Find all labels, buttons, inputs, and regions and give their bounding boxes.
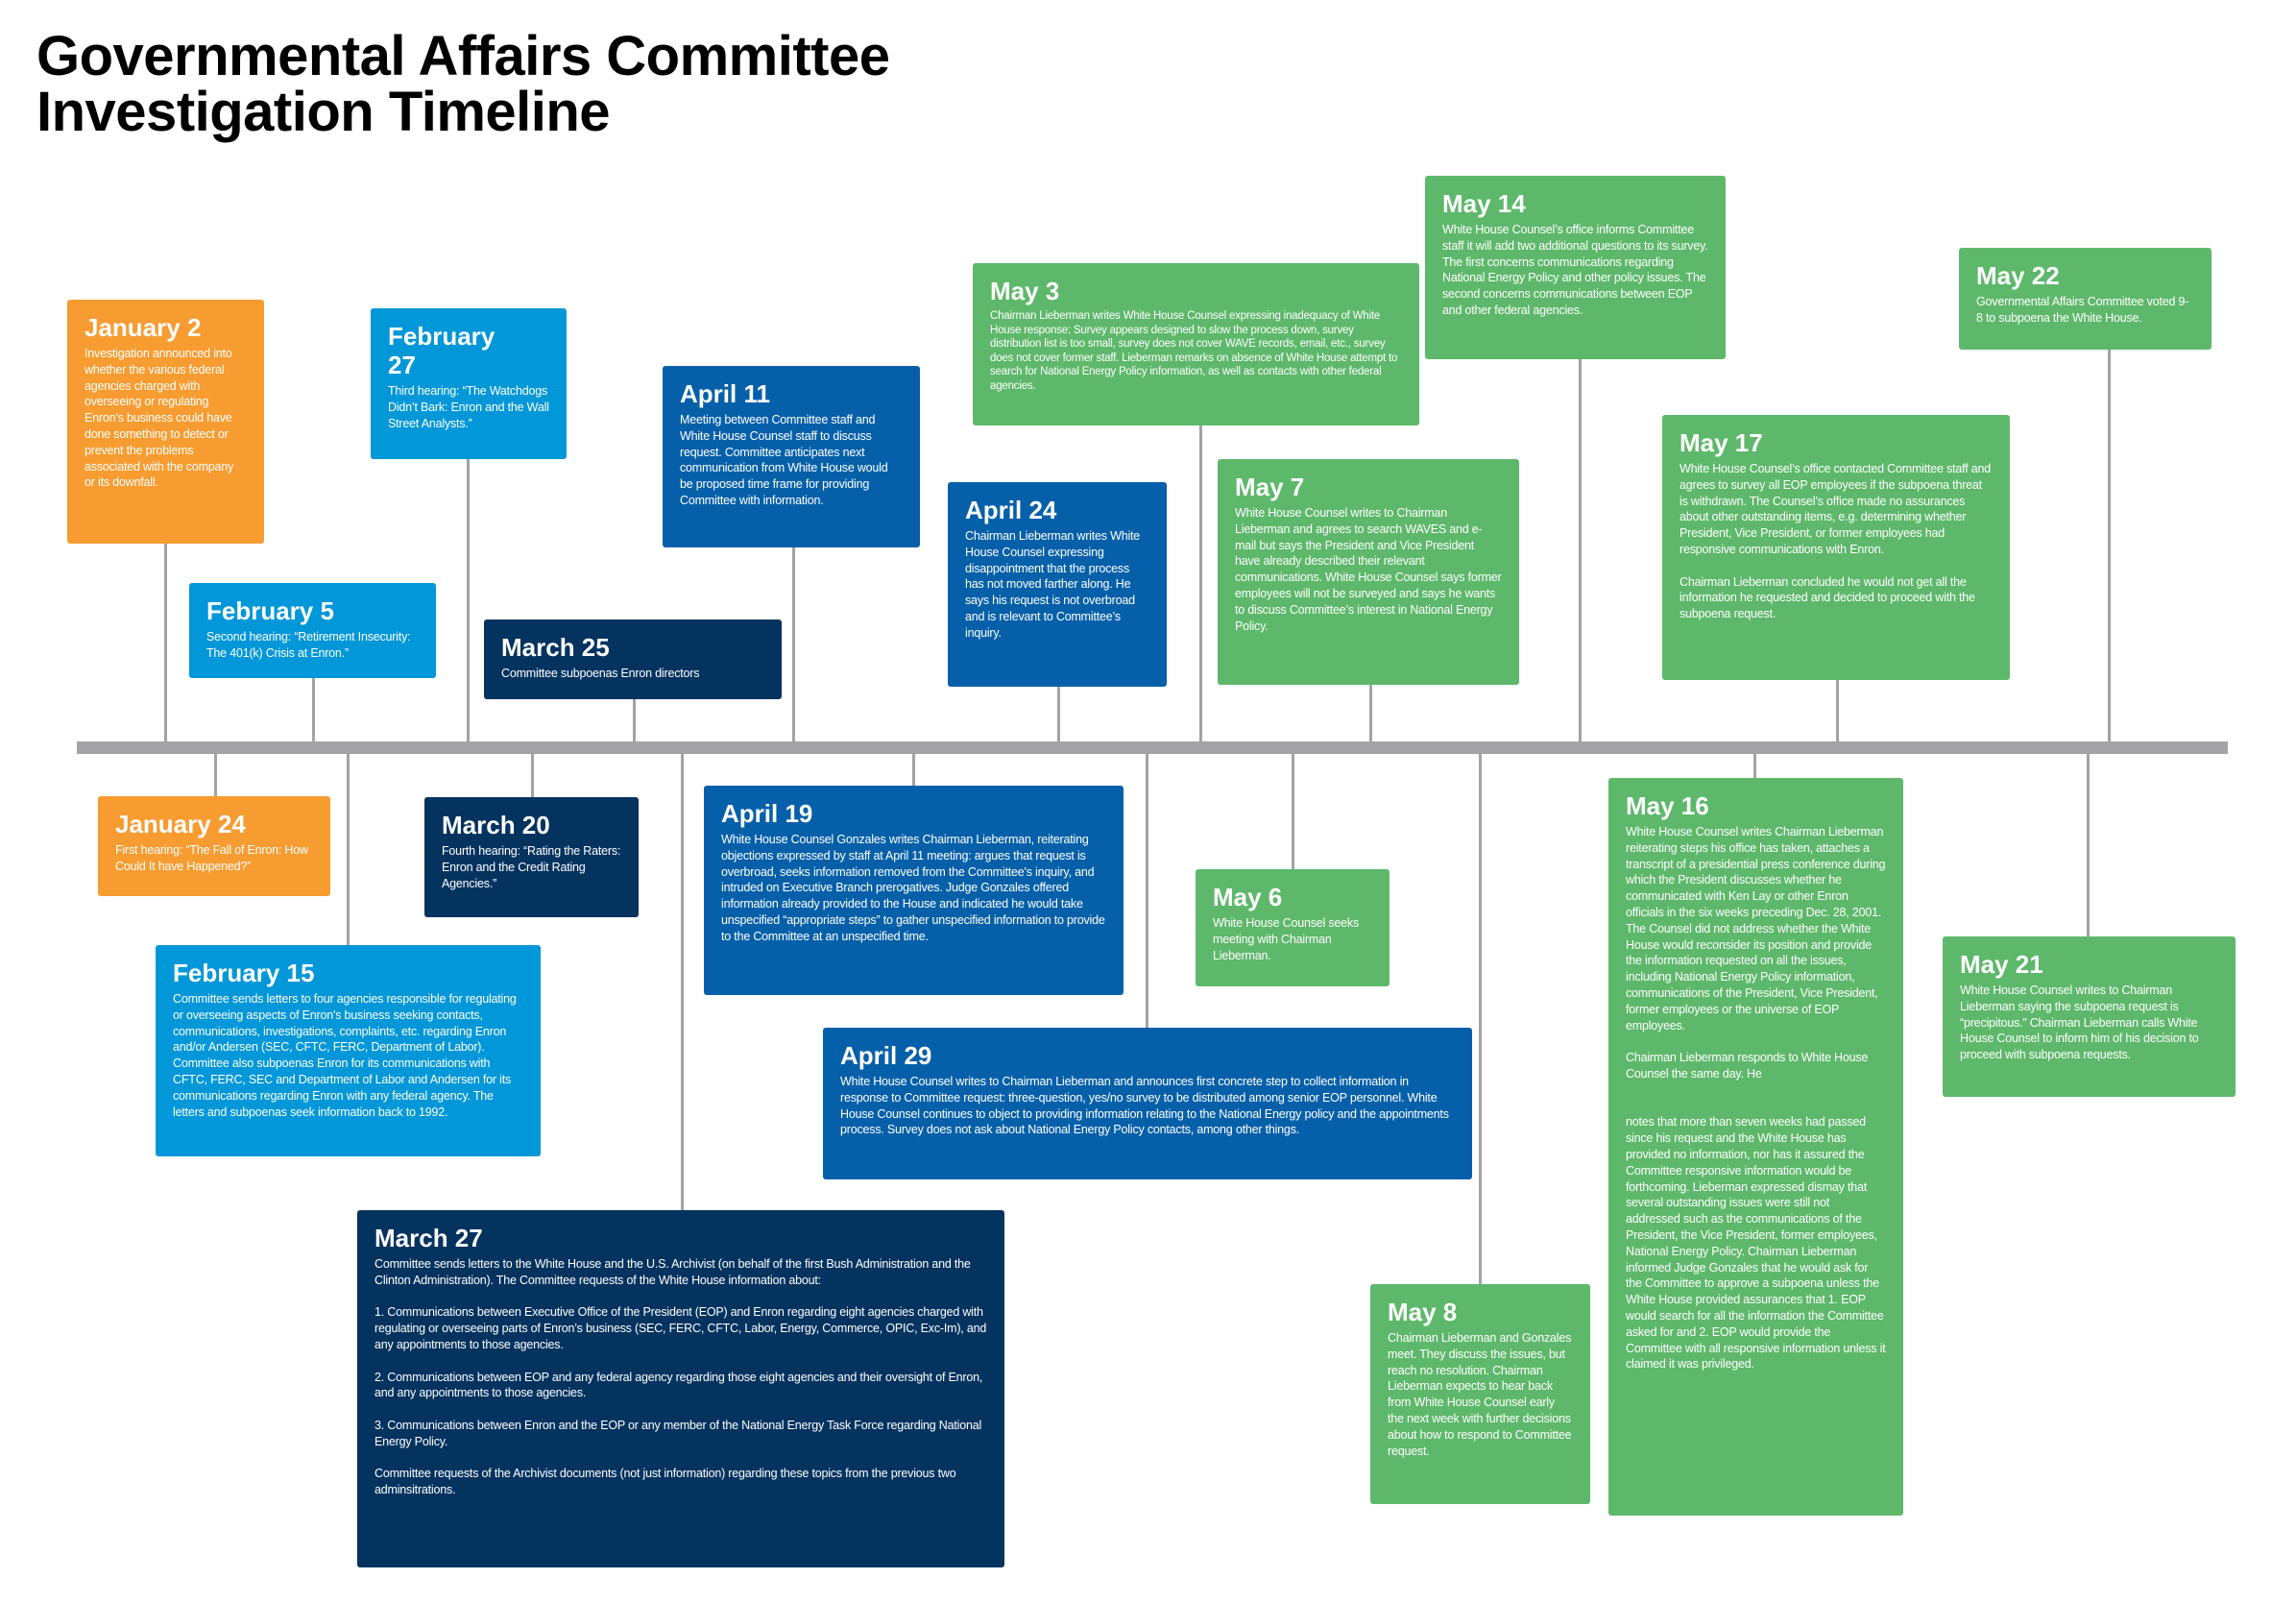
event-date: May 3 bbox=[990, 277, 1060, 305]
timeline-axis bbox=[77, 741, 2228, 754]
event-card-jan2: January 2 Investigation announced into w… bbox=[67, 300, 264, 544]
event-card-mar27: March 27 Committee sends letters to the … bbox=[357, 1210, 1004, 1567]
connector-may21 bbox=[2087, 754, 2090, 936]
event-date: April 11 bbox=[680, 379, 770, 408]
event-card-feb27: February 27 Third hearing: “The Watchdog… bbox=[371, 308, 567, 459]
connector-may22 bbox=[2108, 350, 2111, 741]
connector-mar27 bbox=[681, 754, 684, 1210]
connector-feb27 bbox=[467, 459, 470, 741]
event-card-apr29: April 29 White House Counsel writes to C… bbox=[823, 1028, 1472, 1179]
connector-may6 bbox=[1292, 754, 1294, 869]
event-date: March 20 bbox=[442, 811, 550, 839]
event-description: White House Counsel writes to Chairman L… bbox=[840, 1075, 1449, 1137]
event-description: Chairman Lieberman writes White House Co… bbox=[965, 529, 1141, 640]
event-date: May 22 bbox=[1976, 261, 2060, 290]
event-description: White House Counsel writes Chairman Lieb… bbox=[1626, 825, 1886, 1372]
event-description: Governmental Affairs Committee voted 9-8… bbox=[1976, 295, 2189, 325]
event-card-feb5: February 5 Second hearing: “Retirement I… bbox=[189, 583, 436, 678]
event-card-may6: May 6 White House Counsel seeks meeting … bbox=[1196, 869, 1390, 986]
event-date: February 15 bbox=[173, 959, 315, 987]
connector-may8 bbox=[1479, 754, 1482, 1284]
event-card-jan24: January 24 First hearing: “The Fall of E… bbox=[98, 796, 330, 896]
connector-apr19 bbox=[912, 754, 915, 786]
connector-mar20 bbox=[531, 754, 534, 797]
event-card-may16: May 16 White House Counsel writes Chairm… bbox=[1608, 778, 1903, 1516]
connector-jan24 bbox=[214, 754, 217, 796]
connector-may7 bbox=[1369, 685, 1372, 741]
event-description: White House Counsel writes to Chairman L… bbox=[1235, 506, 1502, 633]
event-description: Chairman Lieberman writes White House Co… bbox=[990, 310, 1398, 392]
event-description: Second hearing: “Retirement Insecurity: … bbox=[206, 630, 411, 660]
event-date: March 27 bbox=[375, 1224, 483, 1252]
event-date: February 27 bbox=[388, 322, 495, 379]
event-date: May 7 bbox=[1235, 473, 1305, 501]
event-date: May 8 bbox=[1388, 1298, 1458, 1326]
event-date: April 19 bbox=[721, 799, 813, 828]
event-date: May 21 bbox=[1960, 950, 2043, 979]
event-card-may22: May 22 Governmental Affairs Committee vo… bbox=[1959, 248, 2211, 350]
event-description: Fourth hearing: “Rating the Raters: Enro… bbox=[442, 844, 621, 890]
event-card-mar20: March 20 Fourth hearing: “Rating the Rat… bbox=[424, 797, 639, 917]
event-description: Third hearing: “The Watchdogs Didn’t Bar… bbox=[388, 384, 549, 430]
event-description: Committee subpoenas Enron directors bbox=[501, 667, 700, 680]
event-date: May 6 bbox=[1213, 883, 1283, 911]
event-description: Committee sends letters to four agencies… bbox=[173, 992, 517, 1119]
event-date: February 5 bbox=[206, 596, 334, 625]
event-card-may17: May 17 White House Counsel’s office cont… bbox=[1662, 415, 2010, 680]
event-description: White House Counsel writes to Chairman L… bbox=[1960, 984, 2199, 1062]
event-description: White House Counsel’s office informs Com… bbox=[1442, 223, 1708, 317]
event-description: Chairman Lieberman and Gonzales meet. Th… bbox=[1388, 1331, 1572, 1458]
page-title: Governmental Affairs Committee Investiga… bbox=[36, 29, 890, 140]
event-date: April 24 bbox=[965, 496, 1057, 524]
event-date: May 16 bbox=[1626, 791, 1709, 820]
event-description: Investigation announced into whether the… bbox=[85, 347, 234, 490]
event-card-apr24: April 24 Chairman Lieberman writes White… bbox=[948, 482, 1167, 687]
connector-apr11 bbox=[792, 547, 795, 741]
event-date: January 24 bbox=[115, 810, 246, 838]
connector-jan2 bbox=[164, 544, 167, 741]
event-description: White House Counsel seeks meeting with C… bbox=[1213, 916, 1360, 962]
event-description: Committee sends letters to the White Hou… bbox=[375, 1257, 987, 1497]
connector-apr24 bbox=[1057, 687, 1060, 741]
connector-may14 bbox=[1579, 359, 1582, 741]
event-date: March 25 bbox=[501, 633, 610, 662]
event-card-may8: May 8 Chairman Lieberman and Gonzales me… bbox=[1370, 1284, 1590, 1504]
event-date: April 29 bbox=[840, 1041, 932, 1070]
event-card-may14: May 14 White House Counsel’s office info… bbox=[1425, 176, 1726, 359]
event-date: May 14 bbox=[1442, 189, 1526, 218]
event-card-may7: May 7 White House Counsel writes to Chai… bbox=[1218, 459, 1519, 685]
connector-may17 bbox=[1836, 680, 1839, 741]
event-date: January 2 bbox=[85, 313, 202, 342]
event-card-mar25: March 25 Committee subpoenas Enron direc… bbox=[484, 619, 782, 699]
title-line-1: Governmental Affairs Committee bbox=[36, 25, 890, 87]
connector-feb15 bbox=[347, 754, 350, 945]
connector-may3 bbox=[1199, 425, 1202, 741]
event-description: Meeting between Committee staff and Whit… bbox=[680, 413, 888, 507]
event-description: First hearing: “The Fall of Enron: How C… bbox=[115, 843, 308, 873]
connector-may16 bbox=[1753, 754, 1756, 778]
event-card-may21: May 21 White House Counsel writes to Cha… bbox=[1943, 936, 2236, 1097]
event-card-may3: May 3 Chairman Lieberman writes White Ho… bbox=[973, 263, 1419, 425]
event-date: May 17 bbox=[1680, 428, 1763, 457]
event-description: White House Counsel’s office contacted C… bbox=[1680, 462, 1991, 621]
event-card-apr11: April 11 Meeting between Committee staff… bbox=[663, 366, 920, 547]
connector-mar25 bbox=[633, 699, 636, 741]
title-line-2: Investigation Timeline bbox=[36, 81, 611, 143]
event-card-feb15: February 15 Committee sends letters to f… bbox=[156, 945, 541, 1156]
event-card-apr19: April 19 White House Counsel Gonzales wr… bbox=[704, 786, 1124, 995]
connector-apr29 bbox=[1146, 754, 1148, 1028]
connector-feb5 bbox=[312, 678, 315, 741]
event-description: White House Counsel Gonzales writes Chai… bbox=[721, 833, 1105, 943]
